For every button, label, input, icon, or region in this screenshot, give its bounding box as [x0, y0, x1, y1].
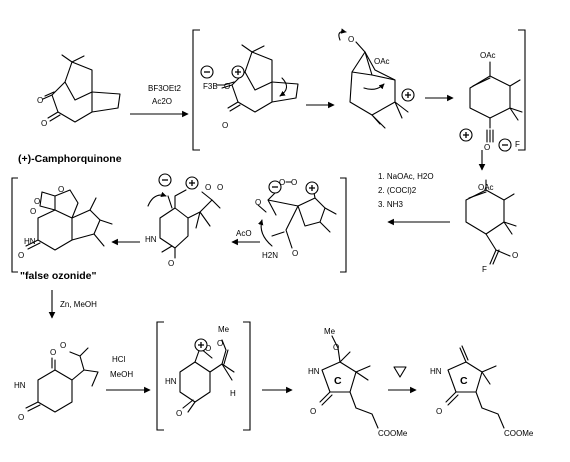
bracket-left-3 [156, 321, 164, 431]
fluoride-label: F [515, 140, 520, 149]
false-ozonide-structure: O O O HN O "false ozonide" [18, 185, 113, 282]
bracket-left-2 [11, 177, 18, 273]
reagent-zn-meoh: Zn, MeOH [60, 300, 97, 309]
acyl-fluoride-structure: OAc F O [465, 179, 518, 274]
oxocarbenium-structure: Me O HN O O H [165, 325, 236, 418]
bracket-right-1 [518, 29, 526, 151]
acetate-label: AcO [236, 229, 252, 238]
oxygen-label: O [30, 207, 36, 216]
amine-label: H2N [262, 251, 278, 260]
oxygen-label: O [310, 407, 316, 416]
oxygen-label: O [168, 259, 174, 268]
ester-label: COOMe [378, 429, 408, 438]
reaction-arrow-5: 1. NaOAc, H2O 2. (COCl)2 3. NH3 [378, 172, 450, 226]
reagent-bf3oet2: BF3OEt2 [148, 84, 181, 93]
bracket-right-3 [243, 321, 251, 431]
oxygen-label: O [348, 35, 354, 44]
oac-label: OAc [374, 57, 390, 66]
oxygen-label: O [50, 348, 56, 357]
nh-label: HN [145, 235, 157, 244]
ring-c-label: C [460, 375, 468, 387]
ring-c-label: C [334, 375, 342, 387]
oxygen-label: O [255, 198, 261, 207]
oxygen-label: O [291, 178, 297, 187]
reagent-ac2o: Ac2O [152, 97, 172, 106]
oxygen-label: O [58, 185, 64, 194]
oxygen-label: O [292, 249, 298, 258]
glutarimide-structure: O HN O O [14, 341, 99, 422]
bf3-complex-structure: F3B O O [200, 44, 299, 130]
oxygen-label: O [217, 339, 223, 348]
reaction-arrow-1: BF3OEt2 Ac2O [130, 84, 189, 118]
nh-label: HN [308, 367, 320, 376]
reaction-arrow-11 [388, 366, 417, 394]
oxygen-label: O [205, 183, 211, 192]
nh-label: HN [24, 237, 36, 246]
oxygen-label: O [176, 409, 182, 418]
oxygen-label: O [512, 251, 518, 260]
ester-label: COOMe [504, 429, 534, 438]
reagent-hcl: HCl [112, 355, 126, 364]
acylium-structure: OAc O F [459, 51, 523, 152]
methyl-label: Me [324, 327, 336, 336]
reagent-step-2: 2. (COCl)2 [378, 186, 417, 195]
hydrogen-label: H [230, 389, 236, 398]
oxygen-label: O [18, 413, 24, 422]
acetoxy-cation-structure: O OAc [338, 28, 415, 129]
oxygen-label: O [436, 407, 442, 416]
bf3-label: F3B [203, 82, 218, 91]
reagent-step-1: 1. NaOAc, H2O [378, 172, 434, 181]
methoxy-lactam-structure: Me O HN O C COOMe [308, 327, 408, 438]
camphorquinone-structure: O O (+)-Camphorquinone [18, 54, 122, 165]
nh-label: HN [14, 381, 26, 390]
oac-label: OAc [480, 51, 496, 60]
methyl-label: Me [218, 325, 230, 334]
heat-triangle-icon [393, 366, 407, 378]
oxygen-label: O [60, 341, 66, 350]
oxygen-label: O [224, 82, 230, 91]
fluorine-label: F [482, 265, 487, 274]
nh-label: HN [430, 367, 442, 376]
amide-carbonyl-oxide-structure: O O O H2N O [255, 178, 337, 260]
oxygen-label: O [333, 343, 339, 352]
lactam-intermediate-structure: HN O O O AcO [145, 173, 252, 268]
false-ozonide-name: "false ozonide" [20, 270, 96, 282]
oxygen-label: O [217, 183, 223, 192]
bracket-left-1 [192, 29, 200, 151]
reaction-arrow-8: Zn, MeOH [48, 290, 97, 319]
oxygen-label: O [41, 119, 47, 128]
oxygen-label: O [37, 96, 43, 105]
oxygen-label: O [18, 251, 24, 260]
oac-label: OAc [478, 183, 494, 192]
nh-label: HN [165, 377, 177, 386]
reagent-step-3: 3. NH3 [378, 200, 403, 209]
oxygen-label: O [484, 143, 490, 152]
oxygen-label: O [222, 121, 228, 130]
oxygen-label: O [279, 178, 285, 187]
reagent-meoh: MeOH [110, 370, 133, 379]
reaction-arrow-9: HCl MeOH [106, 355, 151, 394]
camphorquinone-name: (+)-Camphorquinone [18, 153, 122, 165]
bracket-right-2 [340, 177, 347, 273]
exomethylene-lactam-structure: HN O C COOMe [430, 345, 534, 438]
oxygen-label: O [205, 344, 211, 353]
oxygen-label: O [34, 197, 40, 206]
